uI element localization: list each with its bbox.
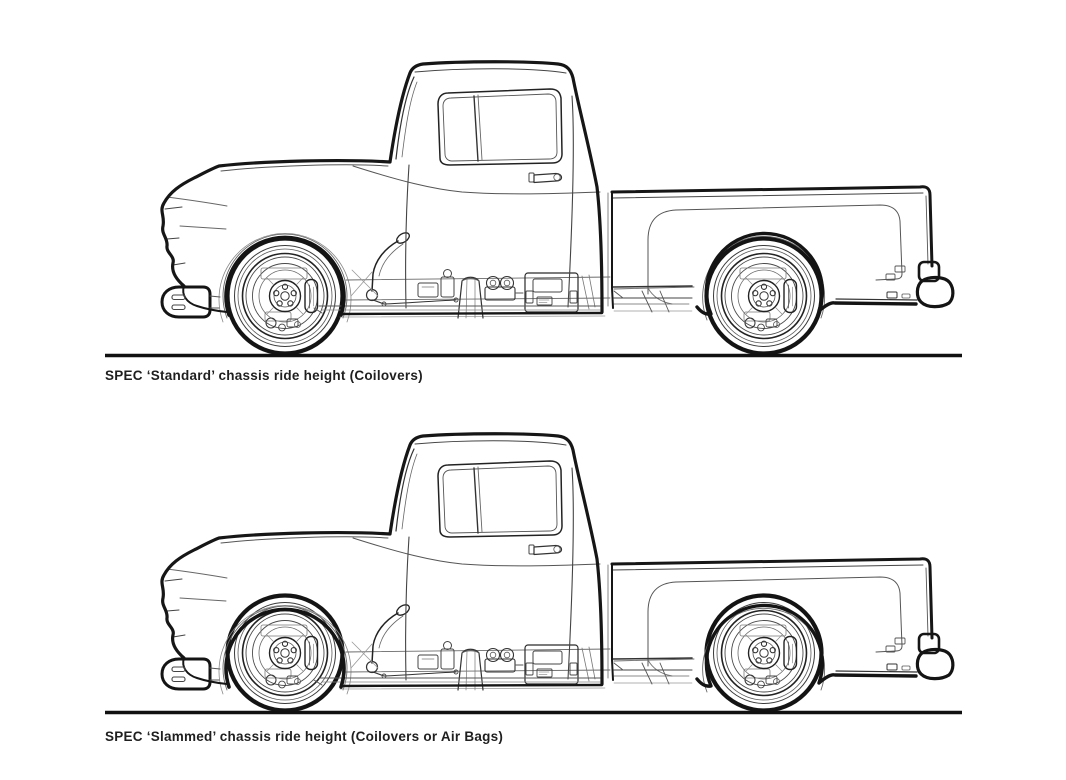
figure-caption-standard: SPEC ‘Standard’ chassis ride height (Coi… [105, 368, 423, 383]
figure-standard-ride-height [100, 50, 980, 370]
truck-body [160, 59, 955, 324]
rear-wheel [707, 239, 822, 354]
rear-wheel [707, 596, 822, 711]
figure-slammed-ride-height [100, 407, 980, 727]
front-wheel [228, 596, 343, 711]
truck-drawing-slammed [105, 431, 962, 715]
figure-caption-slammed: SPEC ‘Slammed’ chassis ride height (Coil… [105, 729, 504, 744]
truck-body-lowered [160, 431, 955, 696]
truck-drawing-standard [105, 59, 962, 358]
